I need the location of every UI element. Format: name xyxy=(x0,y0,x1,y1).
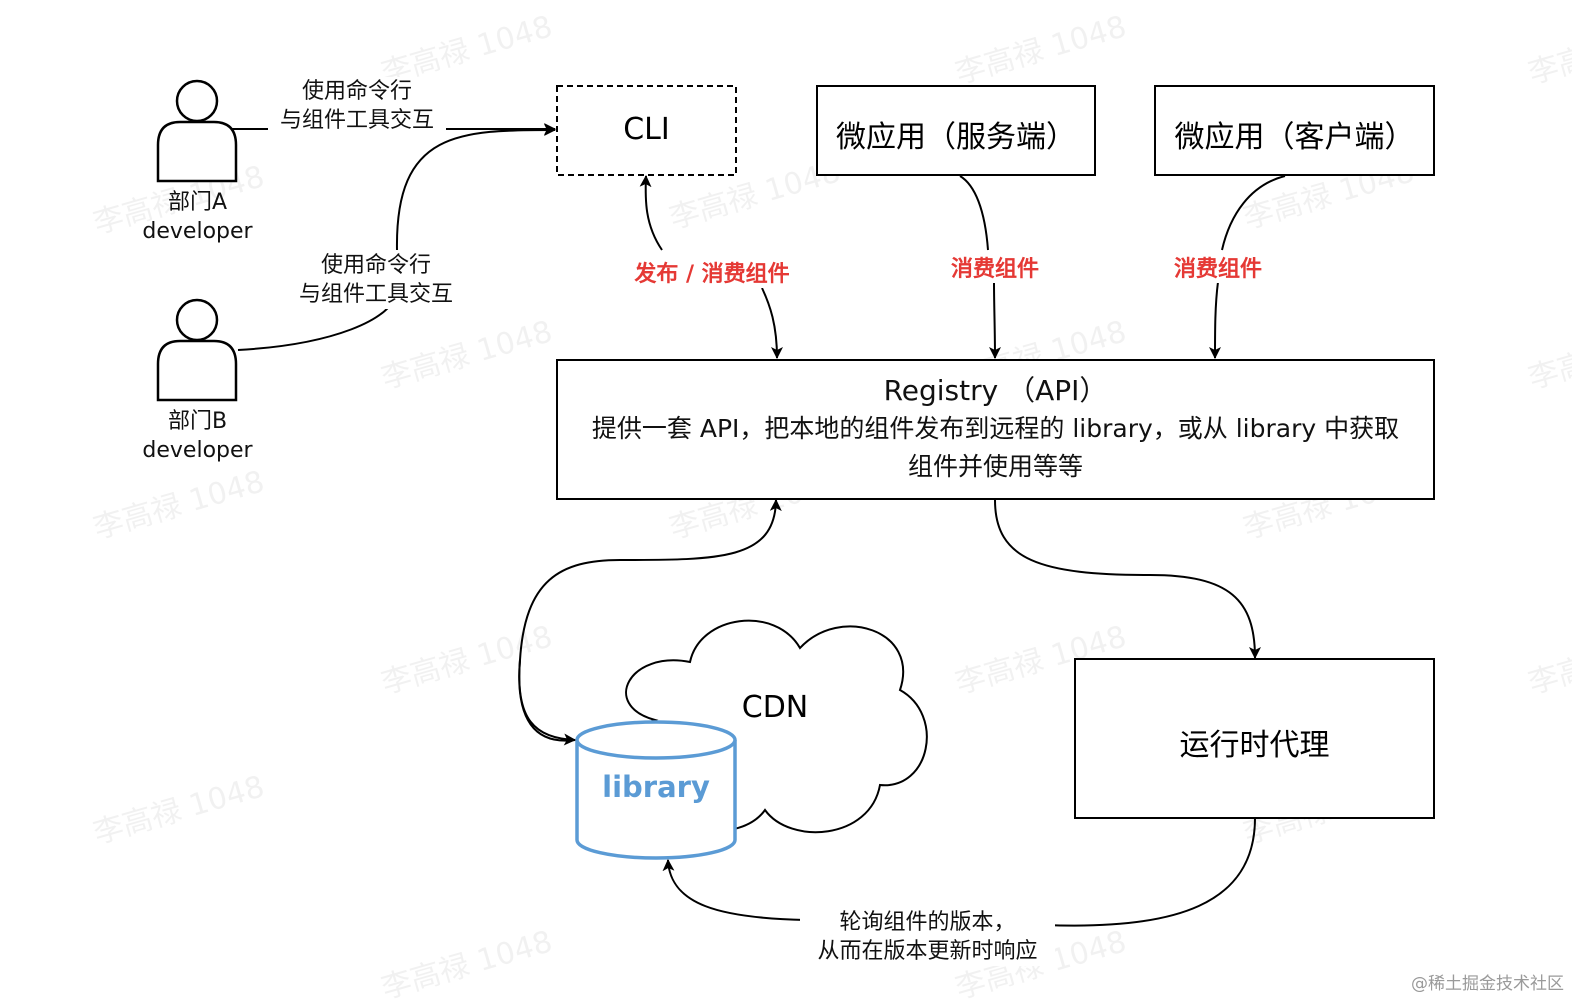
edge-label-a-line2: 与组件工具交互 xyxy=(279,108,434,133)
edge-label-proxy-to-library: 轮询组件的版本， 从而在版本更新时响应 xyxy=(800,908,1055,966)
developer-b-label: 部门B developer xyxy=(140,407,255,465)
developer-a-line2: developer xyxy=(142,219,253,244)
edge-server-to-registry-top xyxy=(959,175,989,251)
registry-text: Registry （API） 提供一套 API，把本地的组件发布到远程的 lib… xyxy=(558,372,1433,486)
library-database-icon xyxy=(575,720,737,860)
registry-box xyxy=(556,359,1435,500)
edge-label-b-line1: 使用命令行 xyxy=(320,253,431,278)
runtime-proxy-box xyxy=(1074,658,1435,819)
edge-label-b-line2: 与组件工具交互 xyxy=(298,282,453,307)
edge-cli-registry-down xyxy=(761,287,783,359)
edge-server-to-registry xyxy=(988,281,1001,359)
micro-app-server-box xyxy=(816,85,1096,176)
edge-client-to-registry-top xyxy=(1221,175,1286,251)
edge-client-to-registry xyxy=(1209,281,1222,359)
edge-dept-b-to-cli xyxy=(237,130,555,351)
developer-b-line2: developer xyxy=(142,438,253,463)
cdn-label: CDN xyxy=(741,690,809,725)
micro-app-client-box xyxy=(1154,85,1435,176)
registry-desc-line2: 组件并使用等等 xyxy=(907,452,1083,481)
edge-label-b-to-cli: 使用命令行 与组件工具交互 xyxy=(287,251,465,309)
edge-label-a-to-cli: 使用命令行 与组件工具交互 xyxy=(268,77,446,135)
edge-label-publish-consume: 发布 / 消费组件 xyxy=(622,256,802,288)
edge-label-server-consume: 消费组件 xyxy=(940,251,1050,283)
runtime-proxy-label: 运行时代理 xyxy=(1179,728,1330,763)
edge-library-to-registry xyxy=(518,499,782,742)
edge-label-poll-line1: 轮询组件的版本， xyxy=(839,910,1016,935)
registry-desc-line1: 提供一套 API，把本地的组件发布到远程的 library，或从 library… xyxy=(591,414,1400,443)
registry-title: Registry （API） xyxy=(883,374,1108,407)
micro-app-server-label: 微应用（服务端） xyxy=(836,120,1076,155)
edge-label-poll-line2: 从而在版本更新时响应 xyxy=(817,939,1038,964)
edge-cli-registry-up xyxy=(639,175,663,251)
edge-label-client-consume: 消费组件 xyxy=(1163,251,1273,283)
developer-b-line1: 部门B xyxy=(167,409,228,434)
developer-b-icon xyxy=(156,298,238,402)
edge-proxy-to-library xyxy=(668,817,1256,927)
developer-a-label: 部门A developer xyxy=(140,188,255,246)
cli-label: CLI xyxy=(623,112,670,147)
edge-registry-to-proxy xyxy=(994,499,1261,659)
micro-app-client-label: 微应用（客户端） xyxy=(1174,120,1415,155)
library-label: library xyxy=(602,770,710,804)
edge-label-a-line1: 使用命令行 xyxy=(301,79,412,104)
footer-credit: @稀土掘金技术社区 xyxy=(1411,974,1564,994)
developer-a-icon xyxy=(156,79,238,183)
cli-box xyxy=(556,85,737,176)
edge-registry-to-library xyxy=(518,659,576,746)
developer-a-line1: 部门A xyxy=(167,190,228,215)
